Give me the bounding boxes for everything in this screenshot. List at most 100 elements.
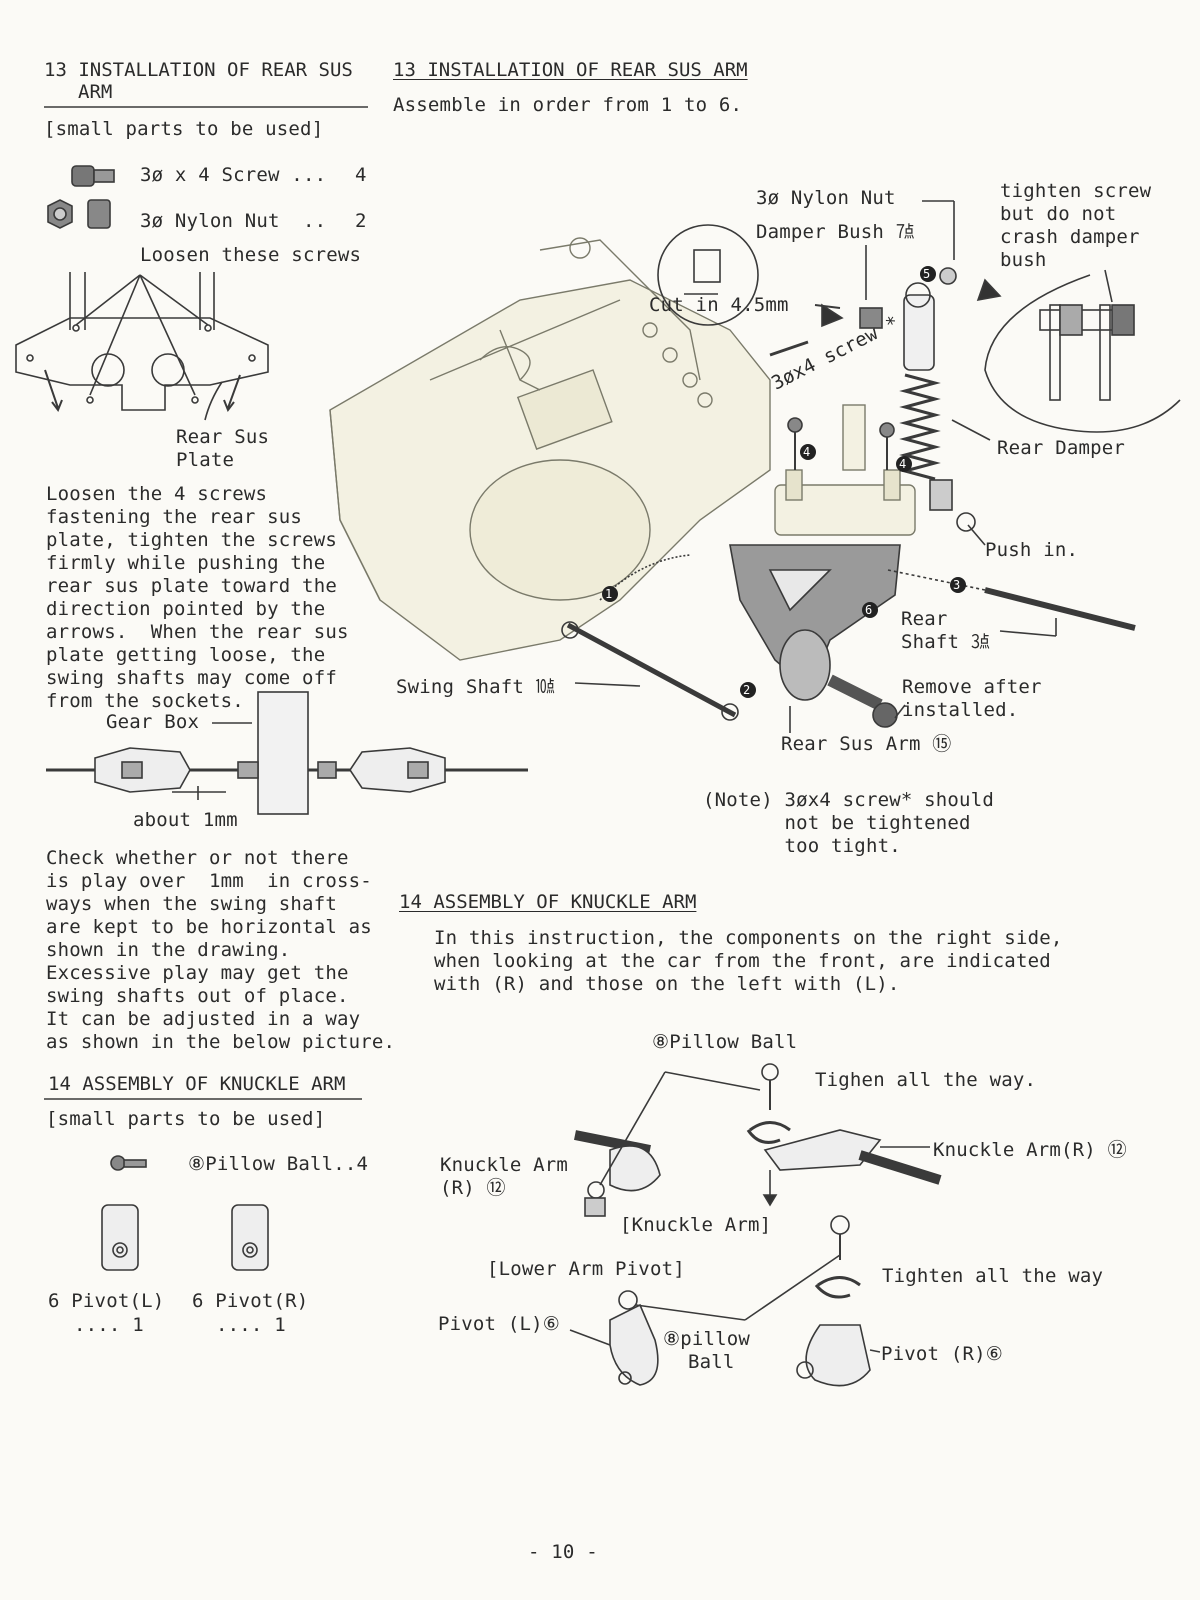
- remove-after-label-2: installed.: [902, 699, 1019, 721]
- step-markers: [602, 266, 966, 698]
- pivot-l-qty: .... 1: [74, 1314, 144, 1336]
- pivot-r-label-right: Pivot (R)⑥: [881, 1343, 1003, 1365]
- push-in-label: Push in.: [985, 539, 1079, 561]
- para2-line: Check whether or not there: [46, 847, 349, 869]
- lower-arm-pivot-label: [Lower Arm Pivot]: [487, 1258, 685, 1280]
- pivot-l-icon: [101, 1204, 139, 1271]
- rear-sus-arm-label: Rear Sus Arm ⑮: [781, 733, 952, 755]
- note-block: (Note) 3øx4 screw* should not be tighten…: [703, 789, 994, 858]
- small-parts-label-2: [small parts to be used]: [46, 1108, 326, 1130]
- left-heading-13: 13 INSTALLATION OF REAR SUS: [44, 59, 353, 81]
- pivot-drawing: [569, 1215, 881, 1387]
- part-nut-qty: 2: [355, 210, 367, 232]
- left-heading-13-arm: ARM: [78, 81, 113, 103]
- nylon-nut-label: 3ø Nylon Nut: [756, 187, 896, 209]
- pillow-ball-part-label: ⑧Pillow Ball..4: [188, 1153, 369, 1175]
- para1-line: plate getting loose, the: [46, 644, 326, 666]
- para2-line: It can be adjusted in a way: [46, 1008, 361, 1030]
- screw-icon: [71, 165, 115, 187]
- para1-line: from the sockets.: [46, 690, 244, 712]
- rear-sus-plate-drawing: [15, 272, 269, 421]
- para1-line: plate, tighten the screws: [46, 529, 337, 551]
- part-screw-label: 3ø x 4 Screw ...: [140, 164, 327, 186]
- swing-shaft-label: Swing Shaft ㍢: [396, 676, 555, 698]
- para1-line: direction pointed by the: [46, 598, 326, 620]
- right-heading-13: 13 INSTALLATION OF REAR SUS ARM: [393, 59, 748, 81]
- pivot-l-label: 6 Pivot(L): [48, 1290, 165, 1312]
- para2-line: shown in the drawing.: [46, 939, 291, 961]
- instruction-line: In this instruction, the components on t…: [434, 927, 1063, 949]
- nylon-nut-icon: [47, 199, 111, 229]
- rear-sus-plate-label-2: Plate: [176, 449, 235, 471]
- damper-bush-label: Damper Bush ㍟: [756, 221, 915, 243]
- swing-shaft-drawing: [46, 691, 528, 815]
- tighten-screw-note: tighten screw but do not crash damper bu…: [1000, 180, 1151, 272]
- pivot-l-label-right: Pivot (L)⑥: [438, 1313, 560, 1335]
- tighten-note-line: but do not: [1000, 203, 1117, 225]
- knuckle-arm-r-right-label: Knuckle Arm(R) ⑫: [933, 1139, 1127, 1161]
- pillow-ball-label: ⑧Pillow Ball: [652, 1031, 798, 1053]
- pillow-ball-2-label-1: ⑧pillow: [663, 1328, 751, 1350]
- knuckle-arm-r-left-label-2: (R) ⑫: [440, 1177, 506, 1199]
- left-paragraph-2: Check whether or not there is play over …: [46, 847, 395, 1054]
- cut-in-label: Cut in 4.5mm: [649, 294, 789, 316]
- remove-after-label-1: Remove after: [902, 676, 1042, 698]
- instruction-line: when looking at the car from the front, …: [434, 950, 1051, 972]
- left-paragraph-1: Loosen the 4 screws fastening the rear s…: [46, 483, 349, 713]
- chassis-drawing: [329, 237, 916, 661]
- rear-shaft-label-1: Rear: [901, 608, 948, 630]
- para2-line: as shown in the below picture.: [46, 1031, 396, 1053]
- rear-sus-plate-label-1: Rear Sus: [176, 426, 270, 448]
- para1-line: fastening the rear sus: [46, 506, 303, 528]
- instruction-block: In this instruction, the components on t…: [434, 927, 1063, 996]
- step-3: 3: [953, 578, 961, 592]
- pivot-r-label: 6 Pivot(R): [192, 1290, 309, 1312]
- step-4a: 4: [803, 445, 811, 459]
- note-line: (Note) 3øx4 screw* should: [703, 789, 994, 811]
- step-5: 5: [923, 267, 931, 281]
- step-1: 1: [605, 587, 613, 601]
- para2-line: Excessive play may get the: [46, 962, 349, 984]
- para2-line: is play over 1mm in cross-: [46, 870, 372, 892]
- para1-line: Loosen the 4 screws: [46, 483, 268, 505]
- knuckle-arm-bracket-label: [Knuckle Arm]: [620, 1214, 772, 1236]
- small-parts-label: [small parts to be used]: [44, 118, 324, 140]
- knuckle-arm-r-left-label-1: Knuckle Arm: [440, 1154, 569, 1176]
- gear-box-label: Gear Box: [106, 711, 200, 733]
- step-6: 6: [865, 603, 873, 617]
- para1-line: rear sus plate toward the: [46, 575, 337, 597]
- note-line: too tight.: [703, 835, 901, 857]
- part-screw-qty: 4: [355, 164, 367, 186]
- loosen-screws-label: Loosen these screws: [140, 244, 362, 266]
- tighten-note-line: crash damper: [1000, 226, 1140, 248]
- para1-line: swing shafts may come off: [46, 667, 337, 689]
- para1-line: arrows. When the rear sus: [46, 621, 349, 643]
- page-number: - 10 -: [528, 1541, 598, 1563]
- rear-shaft-label-2: Shaft ㍛: [901, 631, 991, 653]
- knuckle-arm-drawing: [574, 1063, 942, 1217]
- tighen-all-label: Tighen all the way.: [815, 1069, 1037, 1091]
- tighten-note-line: tighten screw: [1000, 180, 1152, 202]
- rear-damper-label: Rear Damper: [997, 437, 1126, 459]
- para2-line: swing shafts out of place.: [46, 985, 349, 1007]
- pillow-ball-2-label-2: Ball: [688, 1351, 735, 1373]
- rear-damper-drawing: [814, 200, 1002, 532]
- para2-line: are kept to be horizontal as: [46, 916, 372, 938]
- tighten-note-line: bush: [1000, 249, 1047, 271]
- pillow-ball-small-icon: [110, 1155, 147, 1171]
- tighten-all-way-label: Tighten all the way: [882, 1265, 1104, 1287]
- left-heading-14: 14 ASSEMBLY OF KNUCKLE ARM: [48, 1073, 346, 1095]
- para2-line: ways when the swing shaft: [46, 893, 337, 915]
- note-line: not be tightened: [703, 812, 971, 834]
- step-4b: 4: [899, 457, 907, 471]
- step-2: 2: [743, 683, 751, 697]
- assemble-order-text: Assemble in order from 1 to 6.: [393, 94, 743, 116]
- para1-line: firmly while pushing the: [46, 552, 326, 574]
- pivot-r-qty: .... 1: [216, 1314, 286, 1336]
- about-1mm-label: about 1mm: [133, 809, 238, 831]
- instruction-line: with (R) and those on the left with (L).: [434, 973, 900, 995]
- rear-sus-arm-drawing: [729, 544, 901, 728]
- right-heading-14: 14 ASSEMBLY OF KNUCKLE ARM: [399, 891, 697, 913]
- pivot-r-icon: [231, 1204, 269, 1271]
